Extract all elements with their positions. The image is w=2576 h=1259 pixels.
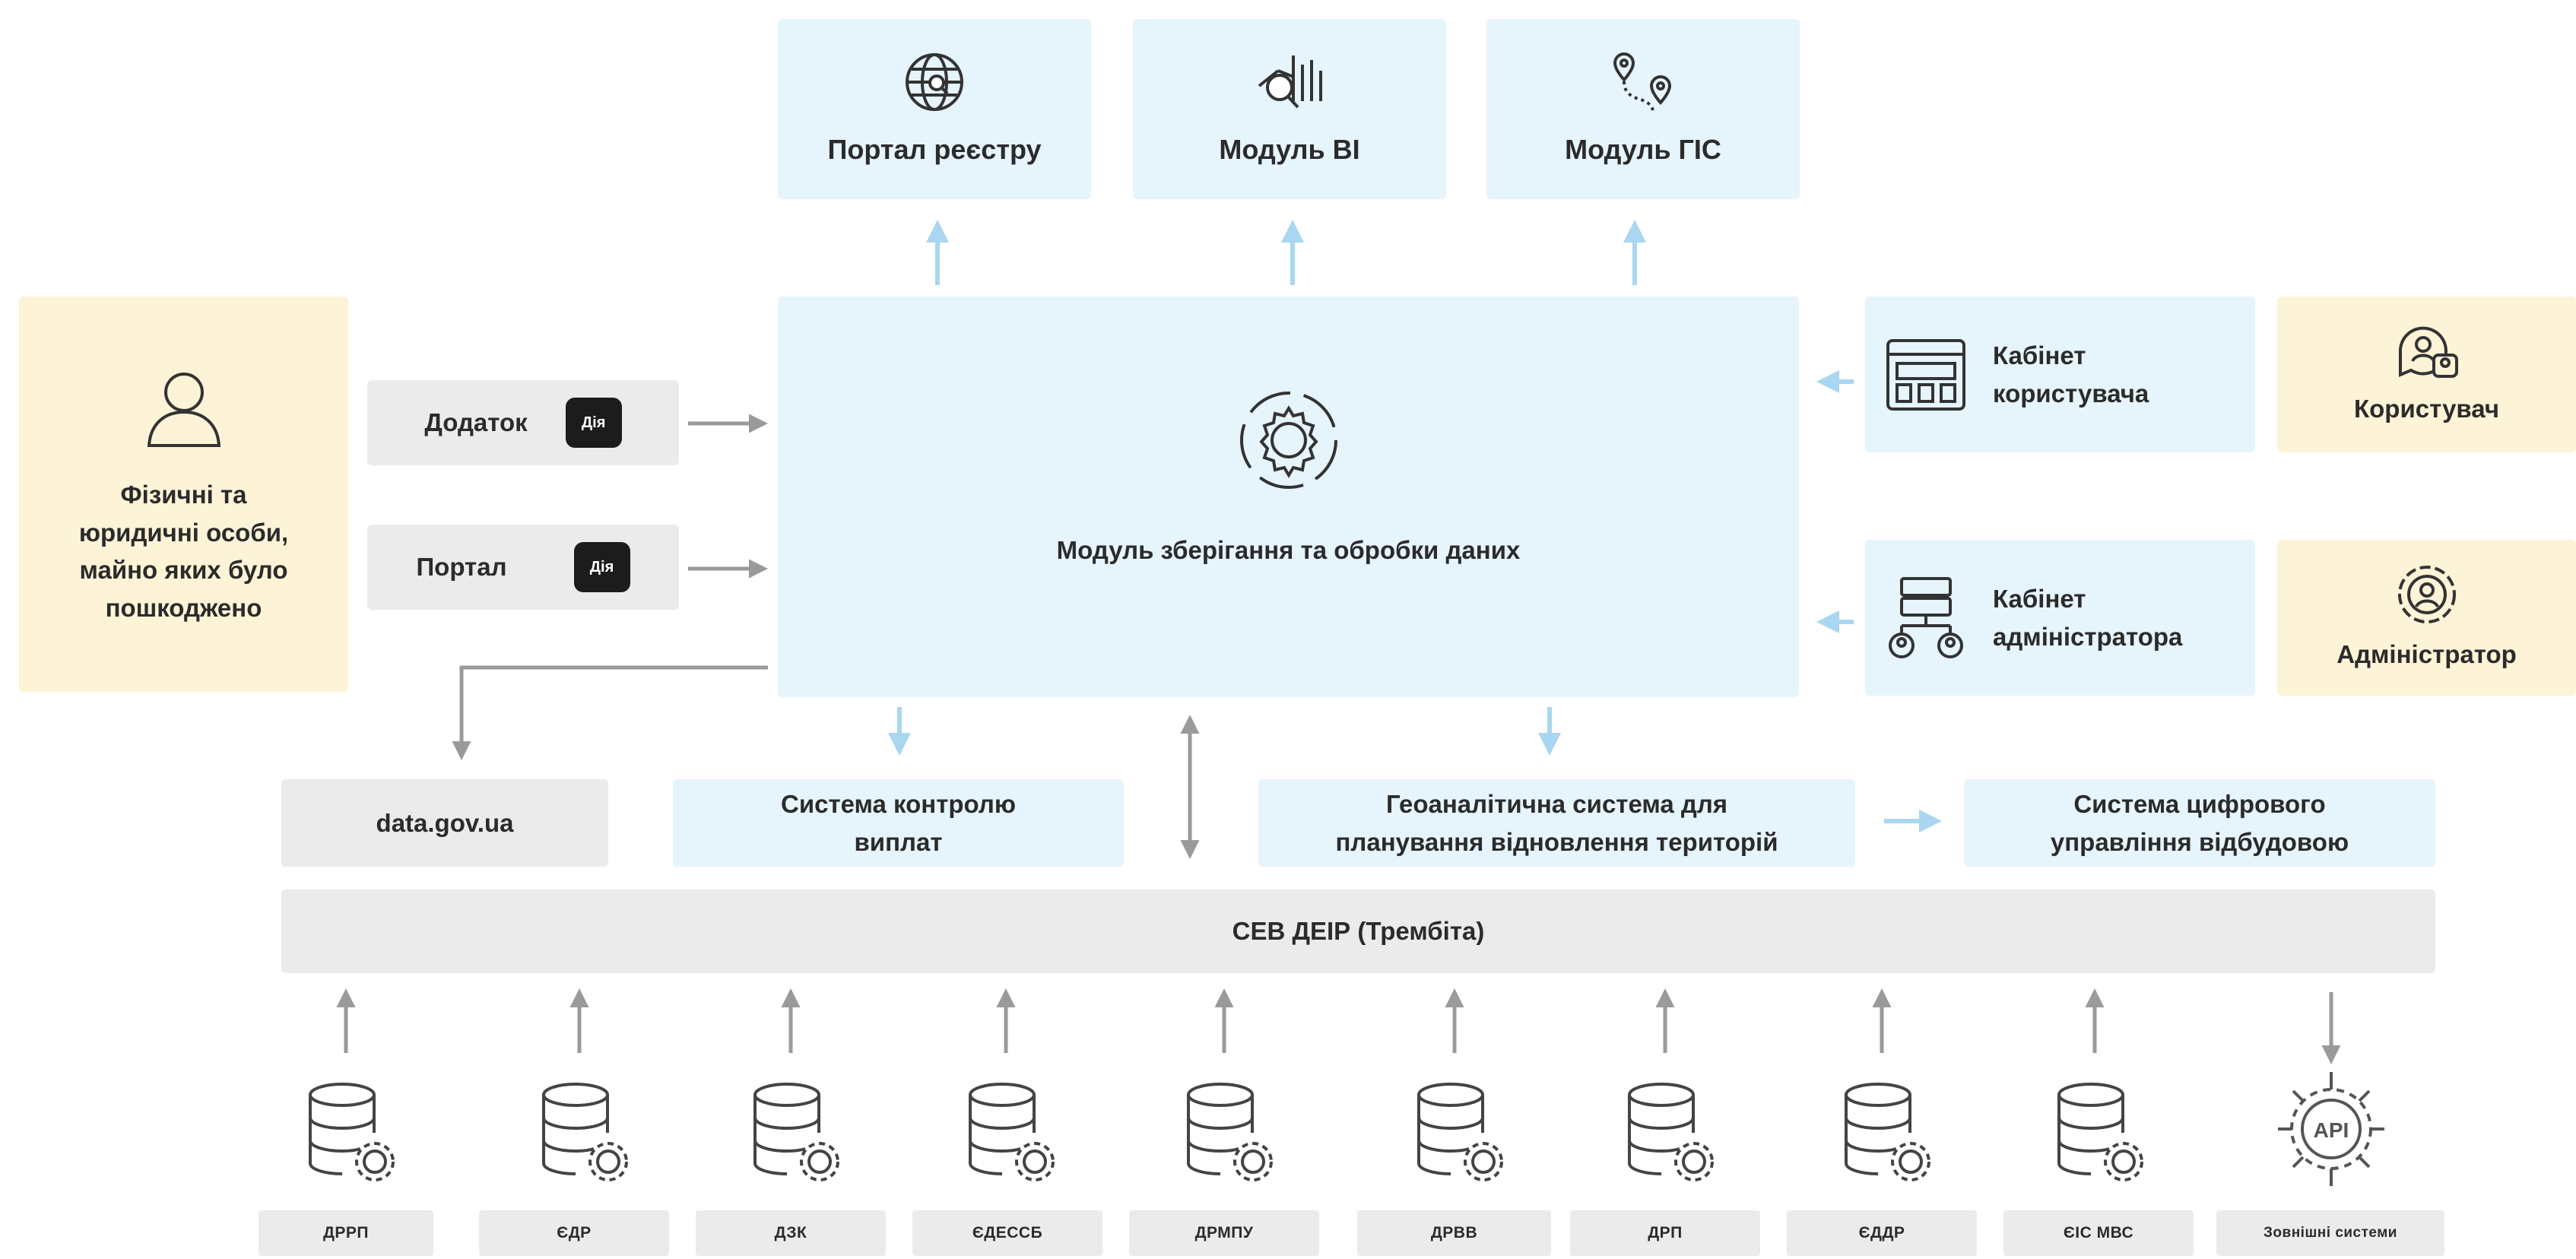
source-label-drvv: ДРВВ: [1357, 1210, 1551, 1256]
gis-module-box: Модуль ГІС: [1486, 19, 1800, 199]
app-channel-label: Додаток: [424, 408, 528, 437]
portal-registry-box: Портал реєстру: [778, 19, 1091, 199]
portal-channel-box: Портал Дія: [367, 525, 679, 610]
payments-label-1: Система контролю: [780, 790, 1017, 818]
api-chip-icon: API: [2270, 1064, 2392, 1197]
user-cabinet-label-1: Кабінет: [1993, 341, 2086, 369]
database-gear-icon: [300, 1080, 407, 1197]
server-users-icon: [1889, 576, 1963, 658]
user-cabinet-label-2: користувача: [1993, 379, 2149, 408]
source-label-drrp: ДРРП: [259, 1210, 433, 1256]
arrow-core-datagov: [452, 665, 768, 760]
diia-logo-icon: Дія: [565, 398, 622, 448]
admin-cabinet-label-2: адміністратора: [1993, 622, 2183, 651]
geo-label-1: Геоаналітична система для: [1385, 790, 1728, 818]
source-label-drp: ДРП: [1570, 1210, 1760, 1256]
source-label-dzk: ДЗК: [696, 1210, 886, 1256]
admin-role-box: Адміністратор: [2277, 540, 2576, 696]
portal-registry-label: Портал реєстру: [827, 134, 1042, 166]
gis-module-label: Модуль ГІС: [1565, 134, 1721, 166]
database-gear-icon: [1179, 1080, 1285, 1197]
bi-module-label: Модуль BI: [1219, 134, 1360, 166]
analytics-icon: [1258, 55, 1322, 109]
svg-text:API: API: [2314, 1118, 2349, 1142]
admin-role-label: Адміністратор: [2336, 639, 2517, 668]
persons-box: Фізичні та юридичні особи, майно яких бу…: [19, 297, 348, 692]
app-channel-box: Додаток Дія: [367, 380, 679, 465]
gear-cycle-icon: [1239, 391, 1337, 489]
bi-module-box: Модуль BI: [1133, 19, 1446, 199]
map-route-icon: [1613, 52, 1672, 112]
database-gear-icon: [2049, 1080, 2156, 1197]
persons-label-2: юридичні особи,: [78, 518, 289, 547]
user-role-label: Користувач: [2354, 394, 2499, 423]
source-label-external: Зовнішні системи: [2216, 1210, 2444, 1256]
source-label-eddr: ЄДДР: [1787, 1210, 1977, 1256]
portal-channel-label: Портал: [416, 553, 507, 582]
digital-label-2: управління відбудовою: [2050, 827, 2349, 856]
globe-search-icon: [906, 53, 963, 112]
diia-logo-icon: Дія: [573, 542, 630, 592]
integration-bus-label: СЕВ ДЕІР (Трембіта): [1232, 917, 1485, 946]
database-gear-icon: [745, 1080, 852, 1197]
geo-system-box: Геоаналітична система для планування від…: [1258, 779, 1855, 867]
admin-cabinet-label-1: Кабінет: [1993, 585, 2086, 613]
payments-system-box: Система контролю виплат: [673, 779, 1124, 867]
payments-label-2: виплат: [854, 827, 943, 856]
person-icon: [147, 373, 220, 447]
geo-label-2: планування відновлення територій: [1335, 827, 1778, 856]
user-chat-icon: [2398, 326, 2458, 378]
user-cabinet-box: Кабінет користувача: [1865, 297, 2255, 452]
core-module-label: Модуль зберігання та обробки даних: [1056, 535, 1521, 564]
source-label-drmpu: ДРМПУ: [1129, 1210, 1319, 1256]
dashboard-window-icon: [1886, 338, 1965, 411]
source-label-edessb: ЄДЕССБ: [912, 1210, 1102, 1256]
database-gear-icon: [1836, 1080, 1943, 1197]
persons-label-4: пошкоджено: [105, 593, 262, 622]
integration-bus: СЕВ ДЕІР (Трембіта): [281, 890, 2435, 973]
admin-cabinet-box: Кабінет адміністратора: [1865, 540, 2255, 696]
database-gear-icon: [1620, 1080, 1726, 1197]
database-gear-icon: [1409, 1080, 1515, 1197]
source-label-edr: ЄДР: [479, 1210, 669, 1256]
core-module-box: Модуль зберігання та обробки даних: [778, 297, 1799, 697]
database-gear-icon: [960, 1080, 1067, 1197]
digital-label-1: Система цифрового: [2073, 790, 2326, 818]
datagov-label: data.gov.ua: [376, 808, 514, 837]
persons-label-3: майно яких було: [79, 556, 288, 584]
persons-label-1: Фізичні та: [120, 480, 247, 509]
source-label-eis-mvs: ЄІС МВС: [2003, 1210, 2194, 1256]
datagov-box: data.gov.ua: [281, 779, 608, 867]
admin-badge-icon: [2397, 565, 2456, 623]
database-gear-icon: [534, 1080, 640, 1197]
digital-system-box: Система цифрового управління відбудовою: [1964, 779, 2435, 867]
user-role-box: Користувач: [2277, 297, 2576, 452]
